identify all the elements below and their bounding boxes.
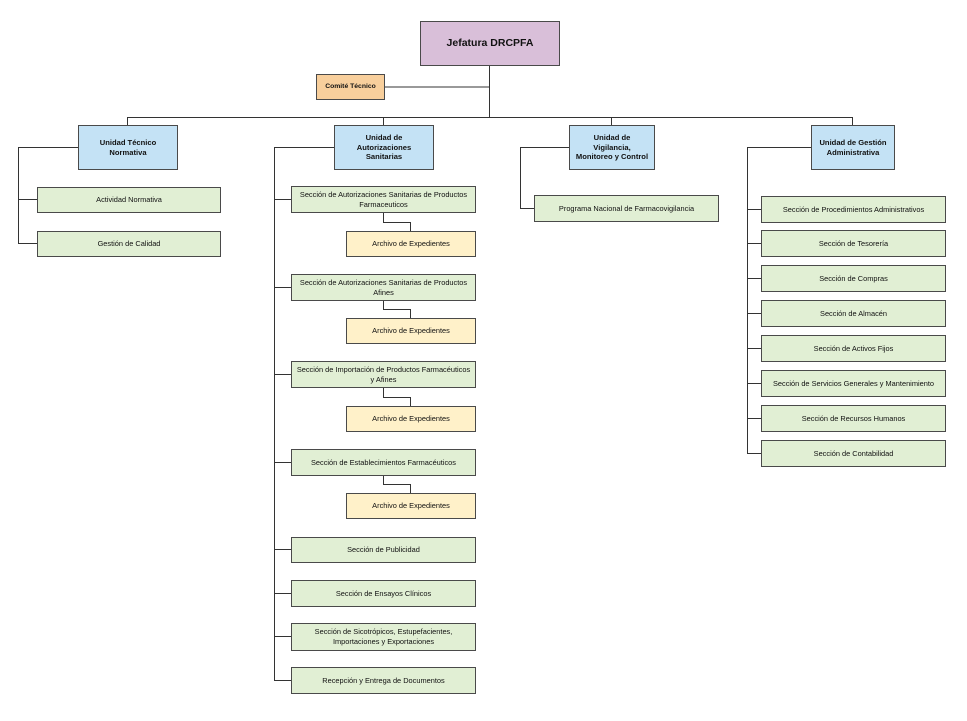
section-box: Sección de Autorizaciones Sanitarias de …: [291, 186, 476, 213]
section-box: Sección de Activos Fijos: [761, 335, 946, 362]
section-box: Sección de Importación de Productos Farm…: [291, 361, 476, 388]
section-box: Sección de Servicios Generales y Manteni…: [761, 370, 946, 397]
section-box: Sección de Establecimientos Farmacéutico…: [291, 449, 476, 476]
section-box: Sección de Autorizaciones Sanitarias de …: [291, 274, 476, 301]
section-box: Sección de Tesorería: [761, 230, 946, 257]
section-box: Sección de Compras: [761, 265, 946, 292]
section-box: Sección de Procedimientos Administrativo…: [761, 196, 946, 223]
committee-box: Comité Técnico: [316, 74, 385, 100]
head-box: Jefatura DRCPFA: [420, 21, 560, 66]
unit-sanitary-authorizations: Unidad de Autorizaciones Sanitarias: [334, 125, 434, 170]
section-box: Sección de Recursos Humanos: [761, 405, 946, 432]
unit-technical-normative: Unidad Técnico Normativa: [78, 125, 178, 170]
section-box: Programa Nacional de Farmacovigilancia: [534, 195, 719, 222]
section-box: Recepción y Entrega de Documentos: [291, 667, 476, 694]
section-box: Gestión de Calidad: [37, 231, 221, 257]
section-box: Sección de Publicidad: [291, 537, 476, 563]
archive-box: Archivo de Expedientes: [346, 318, 476, 344]
archive-box: Archivo de Expedientes: [346, 493, 476, 519]
section-box: Sección de Contabilidad: [761, 440, 946, 467]
section-box: Sección de Ensayos Clínicos: [291, 580, 476, 607]
section-box: Actividad Normativa: [37, 187, 221, 213]
archive-box: Archivo de Expedientes: [346, 231, 476, 257]
unit-vigilance-monitoring: Unidad de Vigilancia, Monitoreo y Contro…: [569, 125, 655, 170]
section-box: Sección de Almacén: [761, 300, 946, 327]
unit-administrative-management: Unidad de Gestión Administrativa: [811, 125, 895, 170]
section-box: Sección de Sicotrópicos, Estupefacientes…: [291, 623, 476, 651]
archive-box: Archivo de Expedientes: [346, 406, 476, 432]
